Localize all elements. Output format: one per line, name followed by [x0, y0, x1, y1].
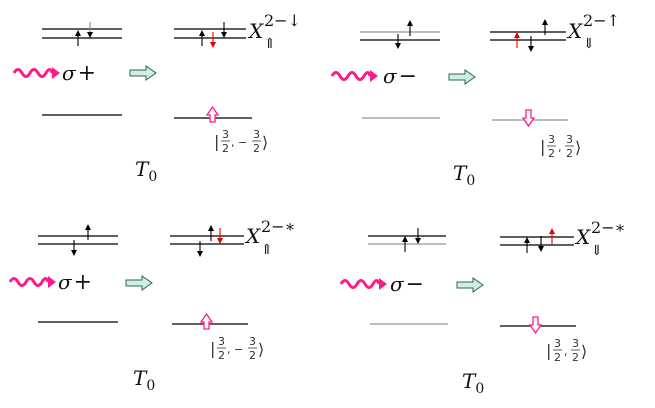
- laser-arrowhead-icon: [52, 67, 60, 79]
- ket-state: | 3 2 , 3 2 ⟩: [540, 133, 581, 160]
- svg-text:⟩: ⟩: [262, 133, 268, 152]
- triplet-label: T0: [135, 157, 157, 185]
- svg-text:3: 3: [566, 133, 573, 146]
- svg-text:2: 2: [253, 142, 260, 155]
- svg-text:, −: , −: [231, 136, 247, 149]
- svg-text:2: 2: [548, 147, 555, 160]
- process-arrow-icon: [448, 69, 476, 85]
- svg-text:|: |: [546, 341, 551, 360]
- svg-text:⟩: ⟩: [581, 342, 587, 361]
- hole-down-arrow-icon: [528, 316, 543, 335]
- svg-text:3: 3: [253, 128, 260, 141]
- process-arrow-icon: [456, 277, 484, 293]
- exciton-label: X: [566, 19, 583, 43]
- svg-text:|: |: [540, 137, 545, 156]
- svg-text:,: ,: [558, 141, 562, 154]
- exciton-subscript: ⇓: [591, 243, 603, 259]
- triplet-label: T0: [462, 369, 484, 397]
- panel-sigma-minus-star: σ− X 2−∗ ⇓ | 3 2 , 3 2 ⟩ T0: [339, 218, 625, 397]
- ket-state: | 3 2 , 3 2 ⟩: [546, 337, 587, 364]
- laser-wave-icon: [339, 279, 381, 289]
- exciton-subscript: ⇓: [583, 36, 595, 52]
- svg-text:2: 2: [218, 349, 225, 362]
- process-arrow-icon: [125, 275, 153, 291]
- polarization-label: σ+: [62, 61, 96, 86]
- exciton-label: X: [247, 19, 264, 43]
- svg-text:⟩: ⟩: [258, 340, 264, 359]
- svg-text:3: 3: [572, 337, 579, 350]
- hole-up-arrow-icon: [199, 312, 214, 330]
- hole-down-arrow-icon: [521, 109, 536, 128]
- polarization-label: σ+: [58, 270, 92, 295]
- ket-state: | 3 2 , − 3 2 ⟩: [210, 335, 264, 362]
- ket-state: | 3 2 , − 3 2 ⟩: [214, 128, 268, 155]
- exciton-label: X: [244, 224, 261, 248]
- laser-arrowhead-icon: [370, 70, 378, 82]
- exciton-superscript: 2−↓: [264, 11, 301, 30]
- laser-wave-icon: [8, 277, 50, 287]
- svg-text:2: 2: [566, 147, 573, 160]
- exciton-subscript: ⇑: [264, 36, 276, 52]
- svg-text:3: 3: [222, 128, 229, 141]
- exciton-label: X: [574, 225, 591, 249]
- exciton-superscript: 2−∗: [591, 218, 625, 237]
- process-arrow-icon: [129, 65, 157, 81]
- panel-sigma-minus-spin-up: σ− X 2−↑ ⇓ | 3 2 , 3 2 ⟩ T0: [330, 11, 620, 189]
- laser-wave-icon: [12, 68, 54, 78]
- polarization-label: σ−: [390, 272, 424, 297]
- panel-sigma-plus-star: σ+ X 2−∗ ⇑ | 3 2 , − 3 2 ⟩ T0: [8, 217, 295, 394]
- laser-wave-icon: [330, 71, 372, 81]
- svg-text:3: 3: [548, 133, 555, 146]
- svg-text:2: 2: [222, 142, 229, 155]
- svg-text:|: |: [214, 132, 219, 151]
- svg-text:3: 3: [249, 335, 256, 348]
- svg-text:, −: , −: [227, 343, 243, 356]
- svg-text:2: 2: [249, 349, 256, 362]
- exciton-subscript: ⇑: [261, 242, 273, 258]
- svg-text:3: 3: [218, 335, 225, 348]
- laser-arrowhead-icon: [379, 278, 387, 290]
- exciton-superscript: 2−↑: [583, 11, 620, 30]
- triplet-label: T0: [133, 366, 155, 394]
- svg-text:2: 2: [572, 351, 579, 364]
- svg-text:|: |: [210, 339, 215, 358]
- svg-text:3: 3: [554, 337, 561, 350]
- laser-arrowhead-icon: [48, 276, 56, 288]
- svg-text:⟩: ⟩: [575, 138, 581, 157]
- hole-up-arrow-icon: [205, 105, 220, 123]
- panel-sigma-plus-spin-down: σ+ X 2−↓ ⇑ | 3 2 , − 3 2 ⟩ T0: [12, 11, 301, 185]
- polarization-label: σ−: [383, 64, 417, 89]
- svg-text:2: 2: [554, 351, 561, 364]
- svg-text:,: ,: [564, 345, 568, 358]
- triplet-label: T0: [453, 161, 475, 189]
- exciton-superscript: 2−∗: [261, 217, 295, 236]
